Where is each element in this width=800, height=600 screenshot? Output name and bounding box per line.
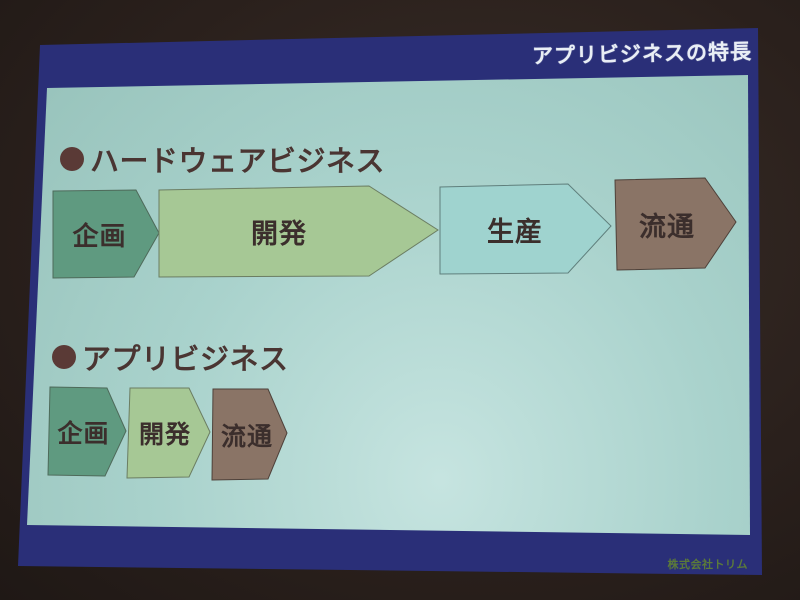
company-name-footer: 株式会社トリム <box>667 558 748 571</box>
app-step-planning: 企画 <box>47 386 127 477</box>
step-production: 生産 <box>439 183 612 275</box>
step-distribution: 流通 <box>614 177 737 271</box>
hardware-business-heading: ハードウェアビジネス <box>60 138 385 180</box>
step-label: 企画 <box>57 419 110 448</box>
app-step-development: 開発 <box>126 387 211 479</box>
step-label: 流通 <box>639 211 695 243</box>
step-development: 開発 <box>158 185 439 278</box>
step-label: 生産 <box>487 216 543 248</box>
heading-text: ハードウェアビジネス <box>90 144 386 178</box>
bullet-icon <box>60 147 84 171</box>
step-label: 開発 <box>251 219 307 250</box>
step-label: 流通 <box>220 421 273 451</box>
app-step-distribution: 流通 <box>211 388 288 481</box>
step-planning: 企画 <box>52 189 160 279</box>
app-business-heading: アプリビジネス <box>52 336 289 378</box>
step-label: 企画 <box>72 221 127 252</box>
bullet-icon <box>52 345 76 369</box>
heading-text: アプリビジネス <box>82 342 289 376</box>
step-label: 開発 <box>138 420 191 449</box>
slide-title: アプリビジネスの特長 <box>531 39 753 69</box>
